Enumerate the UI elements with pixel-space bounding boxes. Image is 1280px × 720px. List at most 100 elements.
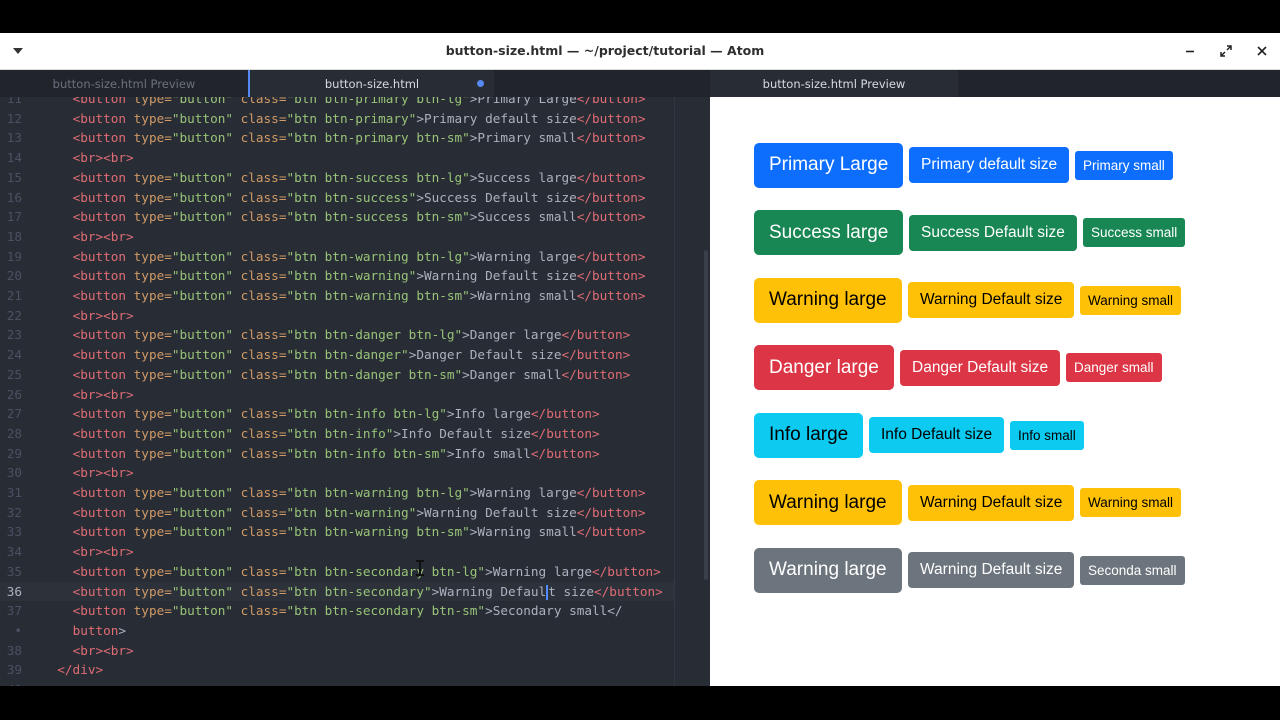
code-token: >Success small (469, 209, 577, 225)
code-line[interactable]: 39 </div> (0, 660, 674, 680)
code-line[interactable]: 25 <button type="button" class="btn btn-… (0, 365, 674, 385)
code-token: <button (72, 97, 134, 106)
code-token (42, 584, 73, 599)
close-button[interactable] (1253, 42, 1271, 60)
code-line[interactable]: 26 <br><br> (0, 385, 674, 405)
line-source: <button type="button" class="btn btn-dan… (42, 325, 631, 345)
code-token: </button> (576, 97, 646, 106)
minimize-button[interactable] (1181, 42, 1199, 60)
code-token: type= (133, 445, 172, 461)
code-line[interactable]: 35 <button type="button" class="btn btn-… (0, 562, 674, 582)
code-line[interactable]: 13 <button type="button" class="btn btn-… (0, 128, 674, 148)
code-line[interactable]: 19 <button type="button" class="btn btn-… (0, 247, 674, 267)
code-token: type= (133, 189, 172, 205)
preview-button-primary-md[interactable]: Primary default size (909, 147, 1070, 183)
line-source: <br><br> (42, 227, 134, 247)
tab-button-size-html[interactable]: button-size.html (248, 70, 494, 97)
preview-button-warning-sm[interactable]: Warning small (1080, 488, 1182, 517)
line-source: <br><br> (42, 641, 134, 661)
preview-button-info-md[interactable]: Info Default size (869, 417, 1005, 453)
code-token: type= (133, 130, 172, 146)
code-token: <button (72, 288, 134, 303)
line-number: 13 (6, 130, 22, 146)
preview-button-warning-md[interactable]: Warning Default size (908, 484, 1075, 521)
code-token: </button> (576, 209, 646, 225)
line-number: • (14, 622, 22, 638)
code-token: >Warning small (469, 288, 577, 303)
code-line[interactable]: 37 <button type="button" class="btn btn-… (0, 601, 674, 621)
code-line[interactable]: 11 <button type="button" class="btn btn-… (0, 97, 674, 109)
code-editor[interactable]: 11 <button type="button" class="btn btn-… (0, 97, 674, 686)
line-number: 36 (6, 583, 22, 599)
code-line[interactable]: 16 <button type="button" class="btn btn-… (0, 188, 674, 208)
code-token: "btn btn-success" (286, 189, 417, 205)
code-token: type= (133, 327, 172, 343)
restore-icon (1220, 45, 1232, 57)
modified-dot-icon (477, 80, 484, 87)
code-token (42, 97, 73, 106)
preview-button-secondary-md[interactable]: Warning Default size (908, 552, 1075, 588)
code-line[interactable]: 17 <button type="button" class="btn btn-… (0, 207, 674, 227)
code-token: <button (72, 445, 134, 461)
code-line[interactable]: 30 <br><br> (0, 463, 674, 483)
preview-button-primary-sm[interactable]: Primary small (1075, 150, 1173, 180)
code-line[interactable]: 36 <button type="button" class="btn btn-… (0, 581, 674, 602)
code-line[interactable]: 31 <button type="button" class="btn btn-… (0, 483, 674, 503)
code-line[interactable]: • button> (0, 621, 674, 641)
maximize-button[interactable] (1217, 42, 1235, 60)
line-source: <button type="button" class="btn btn-inf… (42, 444, 600, 464)
code-line[interactable]: 27 <button type="button" class="btn btn-… (0, 404, 674, 424)
code-line[interactable]: 15 <button type="button" class="btn btn-… (0, 168, 674, 188)
code-line[interactable]: 20 <button type="button" class="btn btn-… (0, 266, 674, 286)
line-source: </div> (42, 660, 103, 680)
code-line[interactable]: 33 <button type="button" class="btn btn-… (0, 522, 674, 542)
tab-preview-active[interactable]: button-size.html Preview (710, 70, 958, 97)
code-token: <br><br> (72, 228, 134, 244)
code-line[interactable]: 14 <br><br> (0, 148, 674, 168)
code-token (42, 662, 57, 677)
chevron-down-icon (13, 48, 23, 54)
code-token: type= (133, 366, 172, 382)
preview-button-danger-sm[interactable]: Danger small (1066, 353, 1162, 382)
code-token: class= (240, 425, 287, 441)
preview-button-warning-md[interactable]: Warning Default size (908, 282, 1075, 318)
preview-button-success-md[interactable]: Success Default size (909, 214, 1077, 251)
preview-button-warning-lg[interactable]: Warning large (754, 480, 902, 525)
code-line[interactable]: 28 <button type="button" class="btn btn-… (0, 424, 674, 444)
preview-button-primary-lg[interactable]: Primary Large (754, 142, 904, 188)
code-line[interactable]: 18 <br><br> (0, 227, 674, 247)
line-source: <button type="button" class="btn btn-war… (42, 266, 646, 286)
preview-button-warning-sm[interactable]: Warning small (1080, 285, 1182, 315)
editor-scrollbar[interactable] (704, 250, 708, 580)
code-line[interactable]: 40 (0, 680, 674, 686)
code-line[interactable]: 22 <br><br> (0, 306, 674, 326)
code-token (42, 150, 73, 165)
preview-button-info-sm[interactable]: Info small (1010, 420, 1084, 450)
preview-button-success-sm[interactable]: Success small (1083, 218, 1186, 247)
code-token: >Success Default size (416, 189, 577, 205)
code-line[interactable]: 23 <button type="button" class="btn btn-… (0, 325, 674, 345)
line-source: <button type="button" class="btn btn-pri… (42, 128, 646, 148)
code-token: >Info Default size (393, 425, 531, 441)
code-token: class= (240, 406, 287, 422)
preview-button-danger-md[interactable]: Danger Default size (900, 349, 1061, 386)
preview-button-secondary-sm[interactable]: Seconda small (1080, 555, 1185, 585)
preview-button-info-lg[interactable]: Info large (754, 412, 864, 458)
preview-button-secondary-lg[interactable]: Warning large (754, 547, 902, 593)
preview-button-warning-lg[interactable]: Warning large (754, 277, 902, 323)
preview-button-success-lg[interactable]: Success large (754, 210, 904, 255)
code-token: <button (72, 504, 134, 520)
window-menu-button[interactable] (8, 43, 28, 59)
code-line[interactable]: 32 <button type="button" class="btn btn-… (0, 503, 674, 523)
code-line[interactable]: 12 <button type="button" class="btn btn-… (0, 109, 674, 129)
code-token: class= (240, 347, 287, 363)
code-line[interactable]: 29 <button type="button" class="btn btn-… (0, 444, 674, 464)
line-source: <br><br> (42, 306, 134, 326)
tab-preview[interactable]: button-size.html Preview (0, 70, 248, 97)
code-line[interactable]: 24 <button type="button" class="btn btn-… (0, 345, 674, 365)
code-line[interactable]: 21 <button type="button" class="btn btn-… (0, 286, 674, 306)
code-line[interactable]: 38 <br><br> (0, 641, 674, 661)
preview-button-danger-lg[interactable]: Danger large (754, 345, 894, 390)
code-line[interactable]: 34 <br><br> (0, 542, 674, 562)
code-token: type= (133, 485, 172, 500)
